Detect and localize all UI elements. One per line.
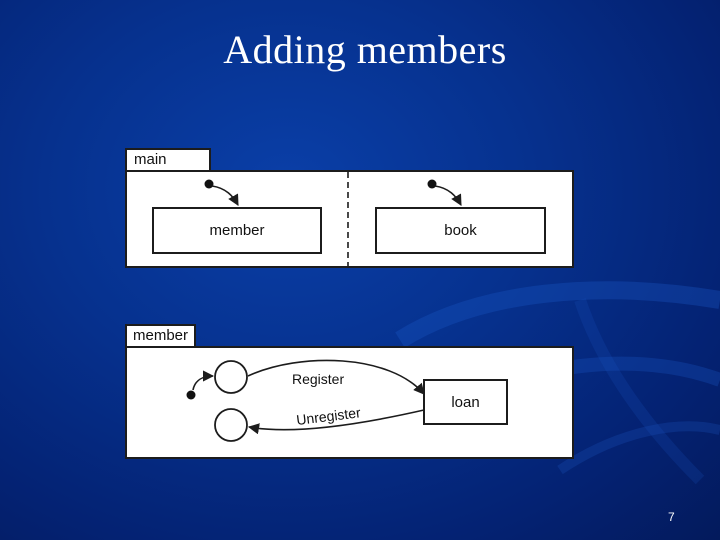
- unregistered-state: [214, 360, 248, 394]
- end-state: [214, 408, 248, 442]
- member-state: member: [152, 207, 322, 254]
- register-label: Register: [292, 371, 344, 387]
- unregister-label: Unregister: [295, 404, 361, 428]
- book-state: book: [375, 207, 546, 254]
- loan-state: loan: [423, 379, 508, 425]
- initial-node-book: [427, 179, 437, 189]
- register-transition: [247, 359, 425, 395]
- initial-arrow-registration: [192, 370, 215, 391]
- page-number: 7: [668, 510, 675, 524]
- unregister-transition: [247, 409, 425, 435]
- member-frame-label: member: [125, 324, 196, 348]
- initial-arrow-member: [211, 185, 239, 206]
- slide-title: Adding members: [223, 27, 507, 72]
- initial-arrow-book: [434, 185, 462, 206]
- initial-node-registration: [186, 390, 196, 400]
- initial-node-member: [204, 179, 214, 189]
- main-frame-label: main: [125, 148, 211, 172]
